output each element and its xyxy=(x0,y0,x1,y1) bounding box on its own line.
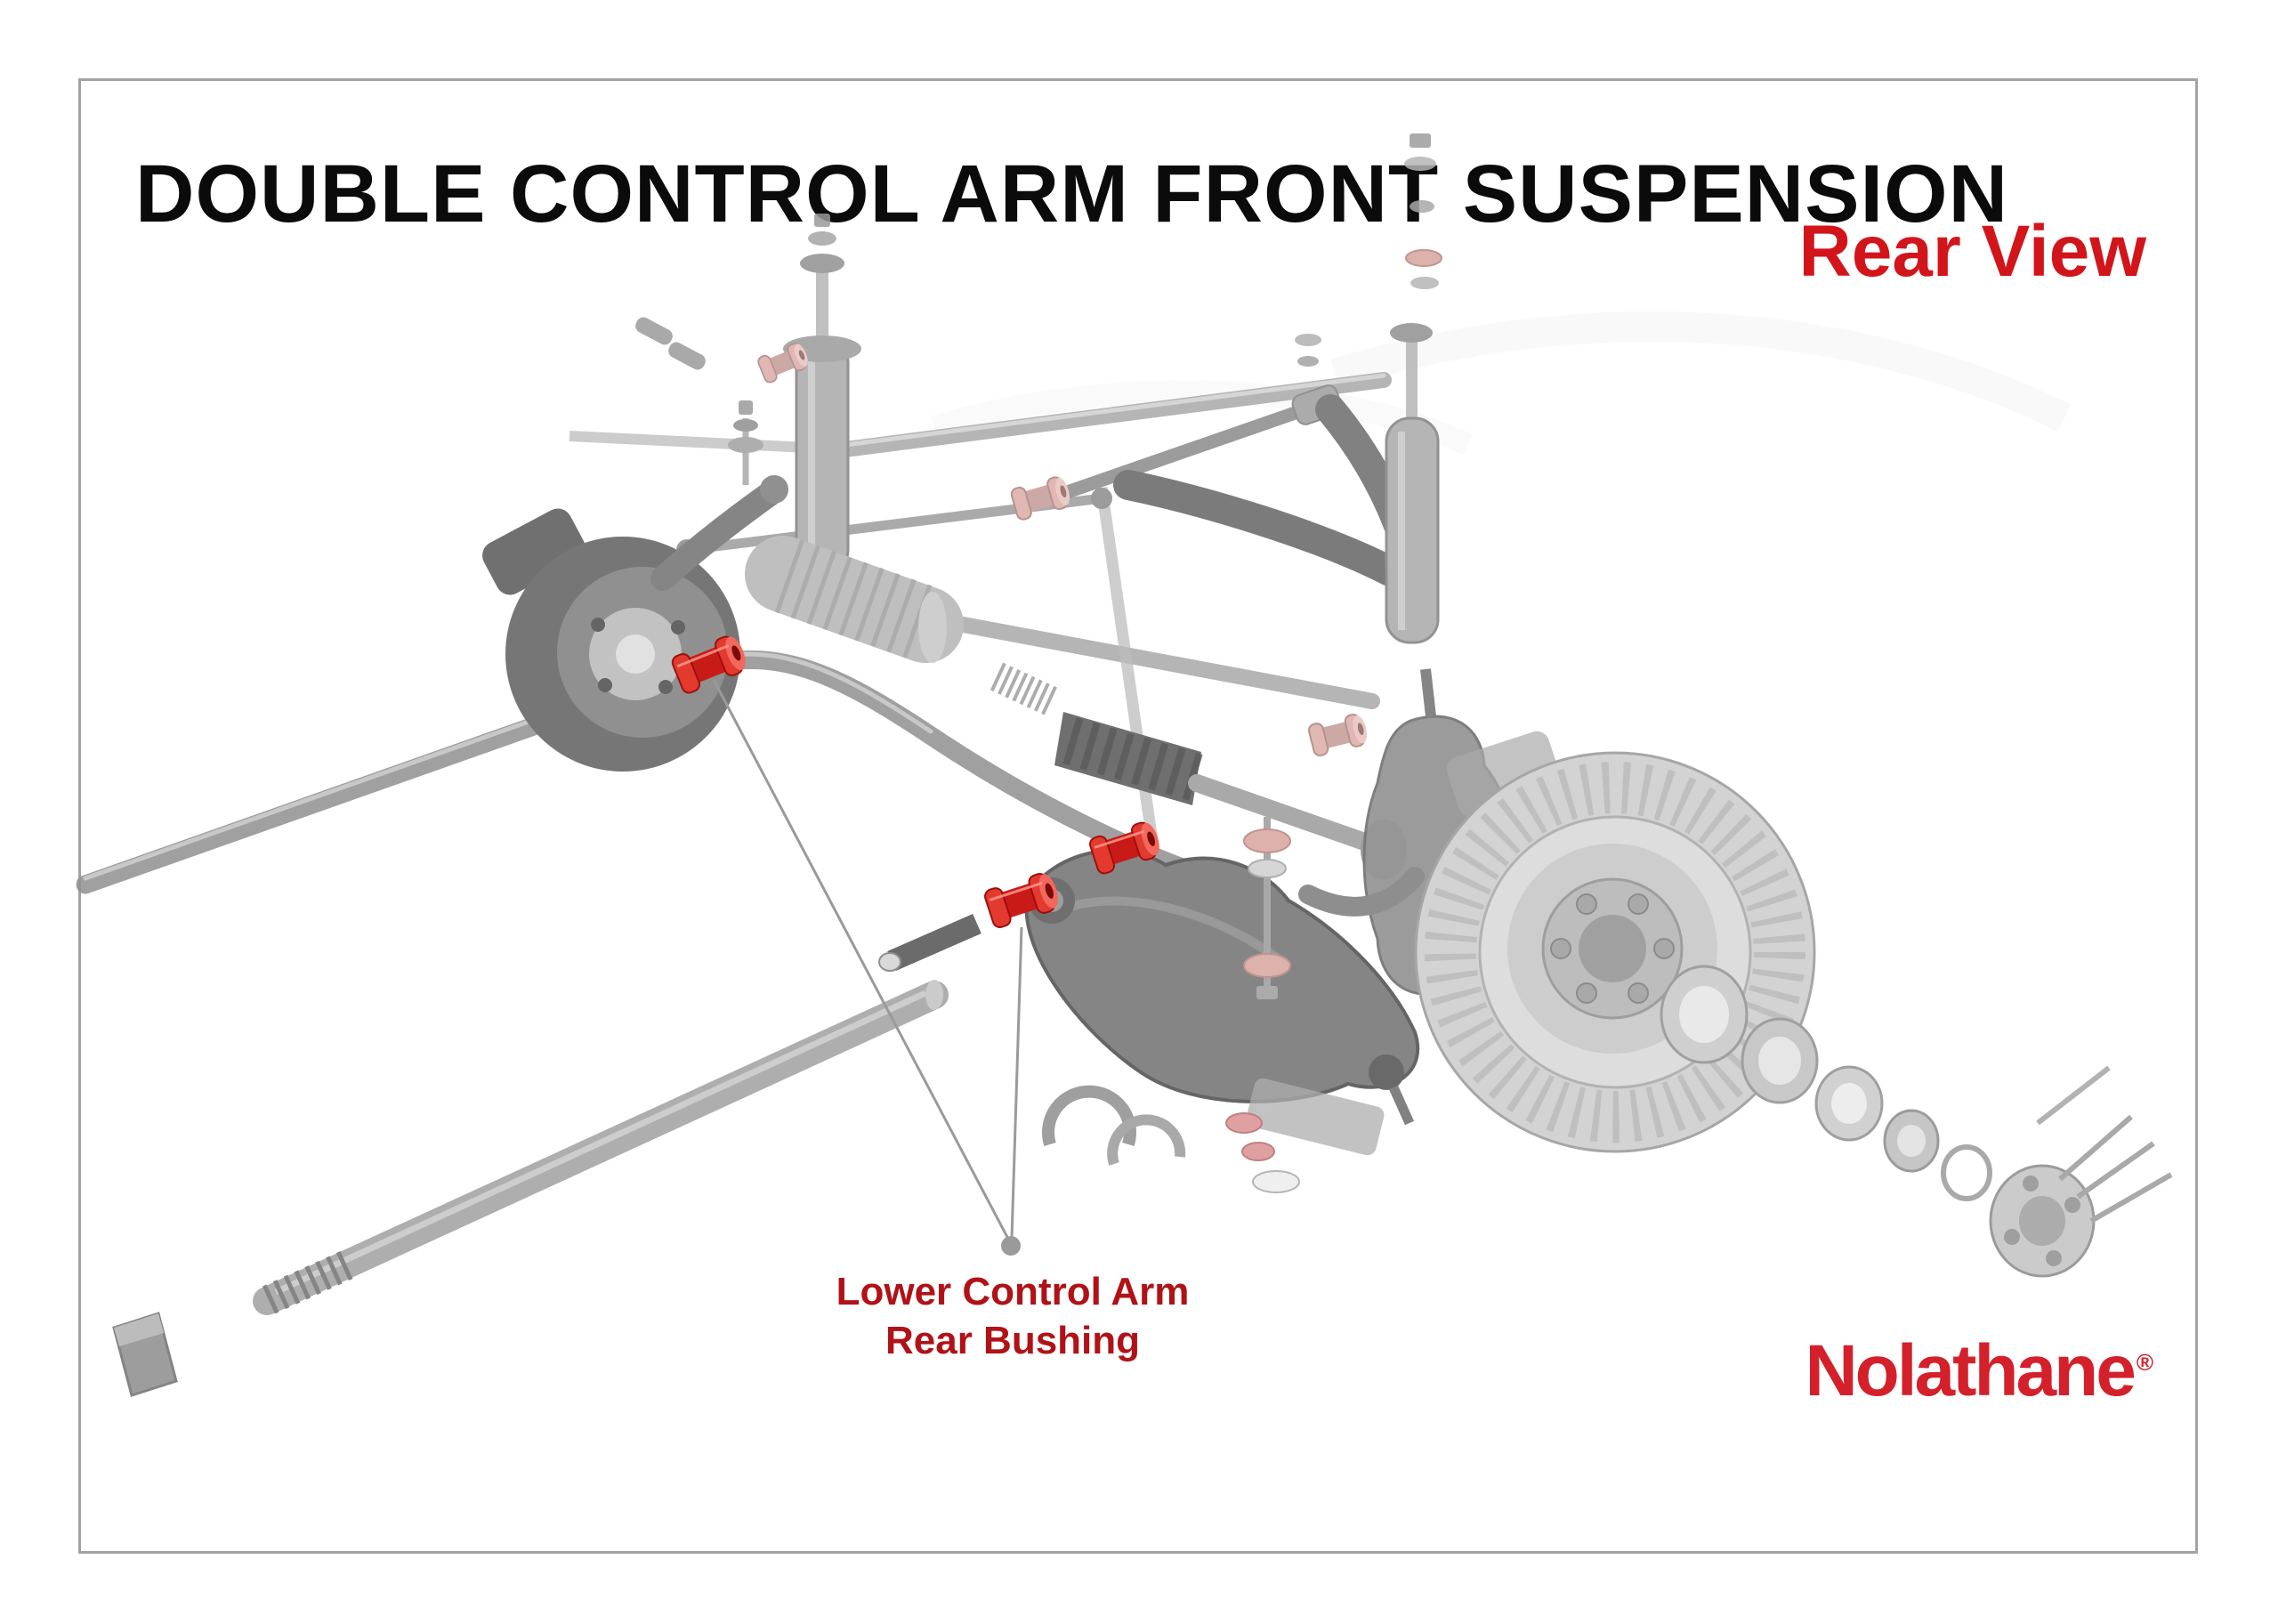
rail-mount-bushing-faded xyxy=(1306,711,1371,758)
shock-absorber-right xyxy=(1295,133,1442,644)
callout-dot xyxy=(1001,1236,1021,1256)
upper-arm-pivot-bushing-faded xyxy=(1009,473,1074,522)
registered-trademark-symbol: ® xyxy=(2136,1348,2153,1376)
brand-name: Nolathane xyxy=(1805,1330,2136,1411)
left-brake-backing-plate xyxy=(482,317,788,772)
lower-control-arm xyxy=(1024,848,1420,1156)
page-border xyxy=(78,78,2198,1554)
exploded-hub-parts xyxy=(1660,965,2173,1278)
axle-half-shaft xyxy=(253,980,949,1315)
bump-stop xyxy=(112,1312,178,1397)
page-title: DOUBLE CONTROL ARM FRONT SUSPENSION xyxy=(135,148,2009,239)
callout-line-2: Rear Bushing xyxy=(885,1319,1141,1362)
callout-leader-lines xyxy=(712,679,1023,1256)
suspension-illustration xyxy=(76,133,2173,1397)
background-watermark xyxy=(931,311,2072,456)
highlighted-bushings xyxy=(668,630,1165,972)
view-label: Rear View xyxy=(1798,211,2146,292)
callout-label: Lower Control Arm Rear Bushing xyxy=(836,1267,1190,1365)
callout-line-1: Lower Control Arm xyxy=(836,1270,1190,1313)
clamps-and-washers xyxy=(1042,1085,1300,1193)
brand-logo: Nolathane® xyxy=(1805,1329,2153,1413)
cv-axle-and-boot xyxy=(990,662,1407,880)
sway-bar-end-link xyxy=(1243,817,1291,999)
shock-absorber-left xyxy=(783,214,861,575)
inner-cv-joint-left xyxy=(745,536,964,663)
